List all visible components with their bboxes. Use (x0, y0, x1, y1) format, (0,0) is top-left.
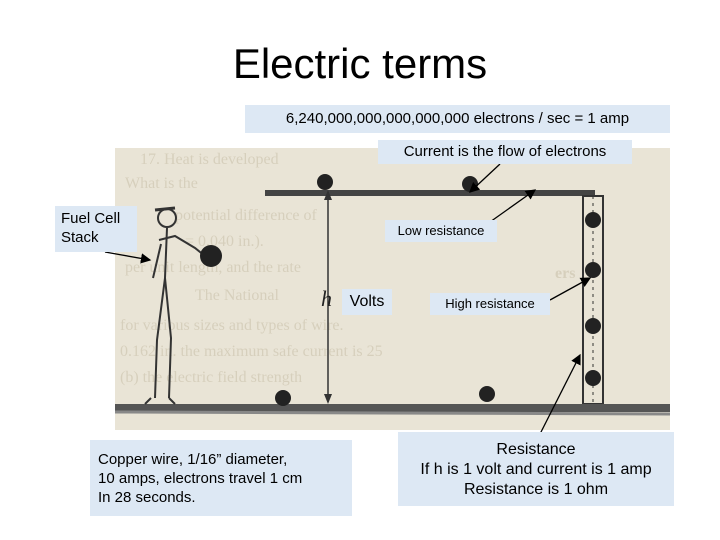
fuel-cell-label: Fuel Cell Stack (55, 206, 137, 252)
copper-line3: In 28 seconds. (98, 488, 352, 507)
resistance-line1: Resistance (398, 440, 674, 460)
resistance-line3: Resistance is 1 ohm (398, 480, 674, 500)
fuel-cell-line1: Fuel Cell (61, 209, 137, 228)
resistance-note: Resistance If h is 1 volt and current is… (398, 432, 674, 506)
resistance-line2: If h is 1 volt and current is 1 amp (398, 460, 674, 480)
low-resistance-label: Low resistance (385, 220, 497, 242)
copper-line1: Copper wire, 1/16” diameter, (98, 450, 352, 469)
current-label: Current is the flow of electrons (378, 140, 632, 164)
fuel-cell-line2: Stack (61, 228, 137, 247)
copper-wire-note: Copper wire, 1/16” diameter, 10 amps, el… (90, 440, 352, 516)
volts-label: Volts (342, 289, 392, 315)
amp-definition-label: 6,240,000,000,000,000,000 electrons / se… (245, 105, 670, 133)
high-resistance-label: High resistance (430, 293, 550, 315)
copper-line2: 10 amps, electrons travel 1 cm (98, 469, 352, 488)
